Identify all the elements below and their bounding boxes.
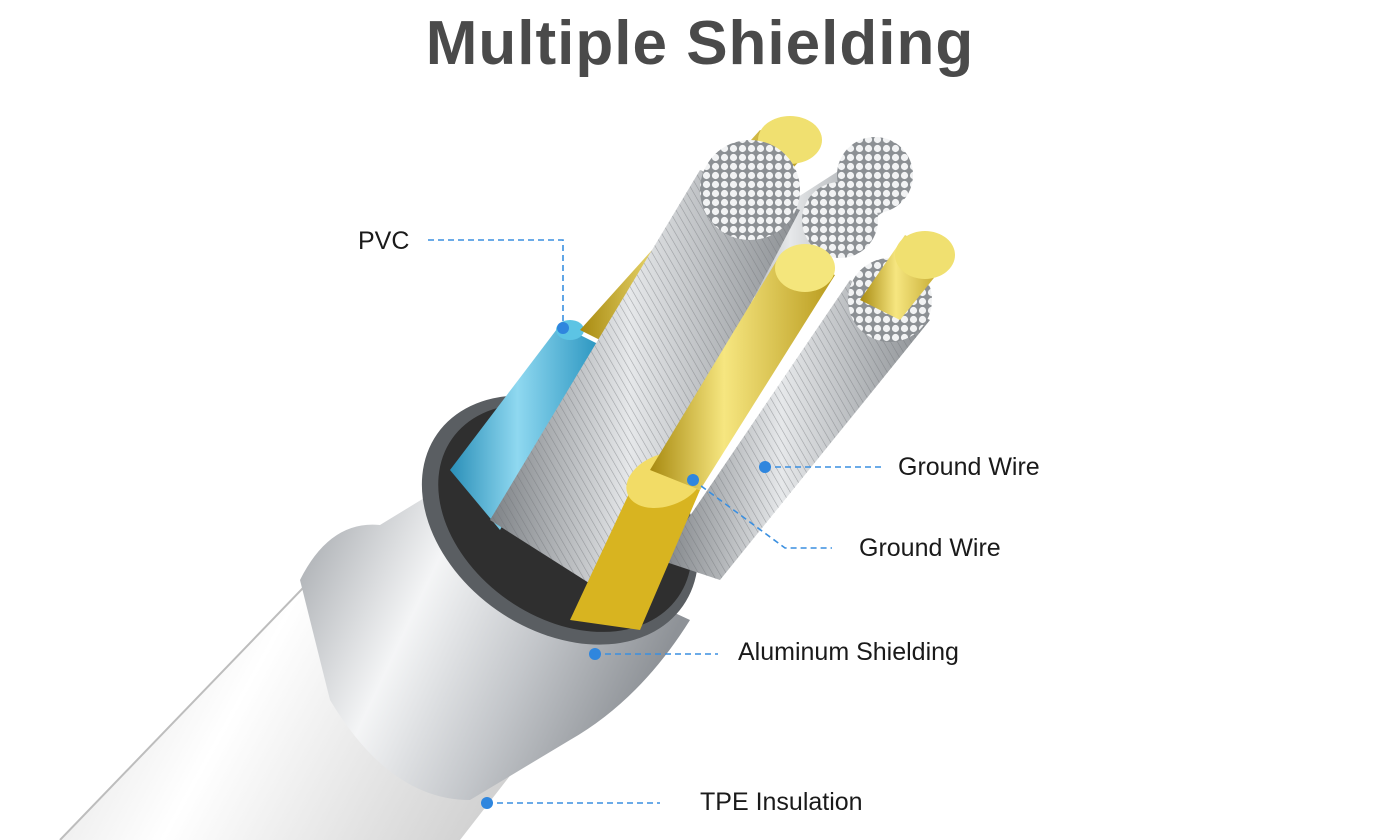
- leader-lines: [428, 239, 885, 804]
- leader-dots: [481, 322, 771, 809]
- leader-dot-ground-wire-1: [759, 461, 771, 473]
- gold-wire-front: [570, 244, 835, 630]
- leader-dot-ground-wire-2: [687, 474, 699, 486]
- leader-line-ground-wire-2: [692, 479, 832, 549]
- label-aluminum-shielding: Aluminum Shielding: [738, 638, 959, 666]
- leader-dot-pvc: [557, 322, 569, 334]
- stranded-conductor-left: [490, 140, 800, 590]
- leader-dot-aluminum-shielding: [589, 648, 601, 660]
- label-ground-wire-2: Ground Wire: [859, 534, 1001, 562]
- leader-dot-tpe-insulation: [481, 797, 493, 809]
- label-tpe-insulation: TPE Insulation: [700, 788, 863, 816]
- leader-line-pvc: [428, 239, 564, 325]
- label-pvc: PVC: [358, 227, 410, 255]
- gold-wire-right: [860, 231, 955, 320]
- diagram-title: Multiple Shielding: [425, 9, 975, 78]
- label-ground-wire-1: Ground Wire: [898, 453, 1040, 481]
